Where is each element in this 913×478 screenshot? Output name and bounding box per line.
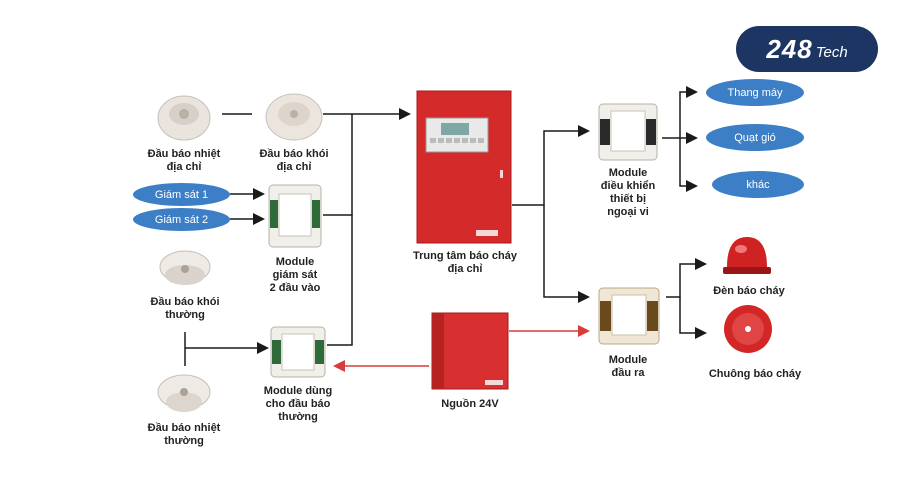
- power-supply-icon: [431, 312, 509, 390]
- conventional-smoke-detector-label: Đầu báo khói thường: [150, 296, 220, 321]
- conventional-heat-detector-icon: [157, 374, 211, 412]
- output-module-label: Module đầu ra: [608, 354, 648, 379]
- brand-logo: 248 Tech: [736, 26, 878, 72]
- monitor-module-label: Module giám sát 2 đầu vào: [269, 256, 321, 294]
- addressable-smoke-detector-icon: [265, 93, 323, 141]
- logo-number: 248: [766, 33, 813, 64]
- conventional-zone-module-label: Module dùng cho đầu báo thường: [263, 385, 333, 423]
- conventional-heat-detector-label: Đầu báo nhiệt thường: [147, 422, 221, 447]
- output-fan: Quạt gió: [706, 124, 804, 151]
- control-module-icon: [598, 103, 658, 161]
- strobe-lamp-label: Đèn báo cháy: [713, 285, 785, 297]
- output-other: khác: [712, 171, 804, 198]
- addressable-heat-detector-label: Đầu báo nhiệt địa chỉ: [147, 148, 221, 173]
- fire-alarm-panel-label: Trung tâm báo cháy địa chỉ: [413, 250, 517, 275]
- supervision-input-2: Giám sát 2: [133, 208, 230, 231]
- supervision-input-1: Giám sát 1: [133, 183, 230, 206]
- power-supply-label: Nguồn 24V: [441, 398, 499, 410]
- fire-alarm-panel-icon: [416, 90, 512, 244]
- conventional-zone-module-icon: [270, 326, 326, 378]
- output-module-icon: [598, 287, 660, 345]
- addressable-heat-detector-icon: [157, 95, 211, 141]
- logo-suffix: Tech: [815, 43, 848, 61]
- output-elevator: Thang máy: [706, 79, 804, 106]
- conventional-smoke-detector-icon: [159, 250, 211, 285]
- strobe-lamp-icon: [723, 237, 771, 274]
- fire-bell-label: Chuông báo cháy: [708, 368, 802, 380]
- control-module-label: Module điều khiển thiết bị ngoại vi: [600, 167, 656, 218]
- fire-bell-icon: [724, 305, 772, 353]
- addressable-smoke-detector-label: Đầu báo khói địa chỉ: [259, 148, 329, 173]
- monitor-module-icon: [268, 184, 322, 248]
